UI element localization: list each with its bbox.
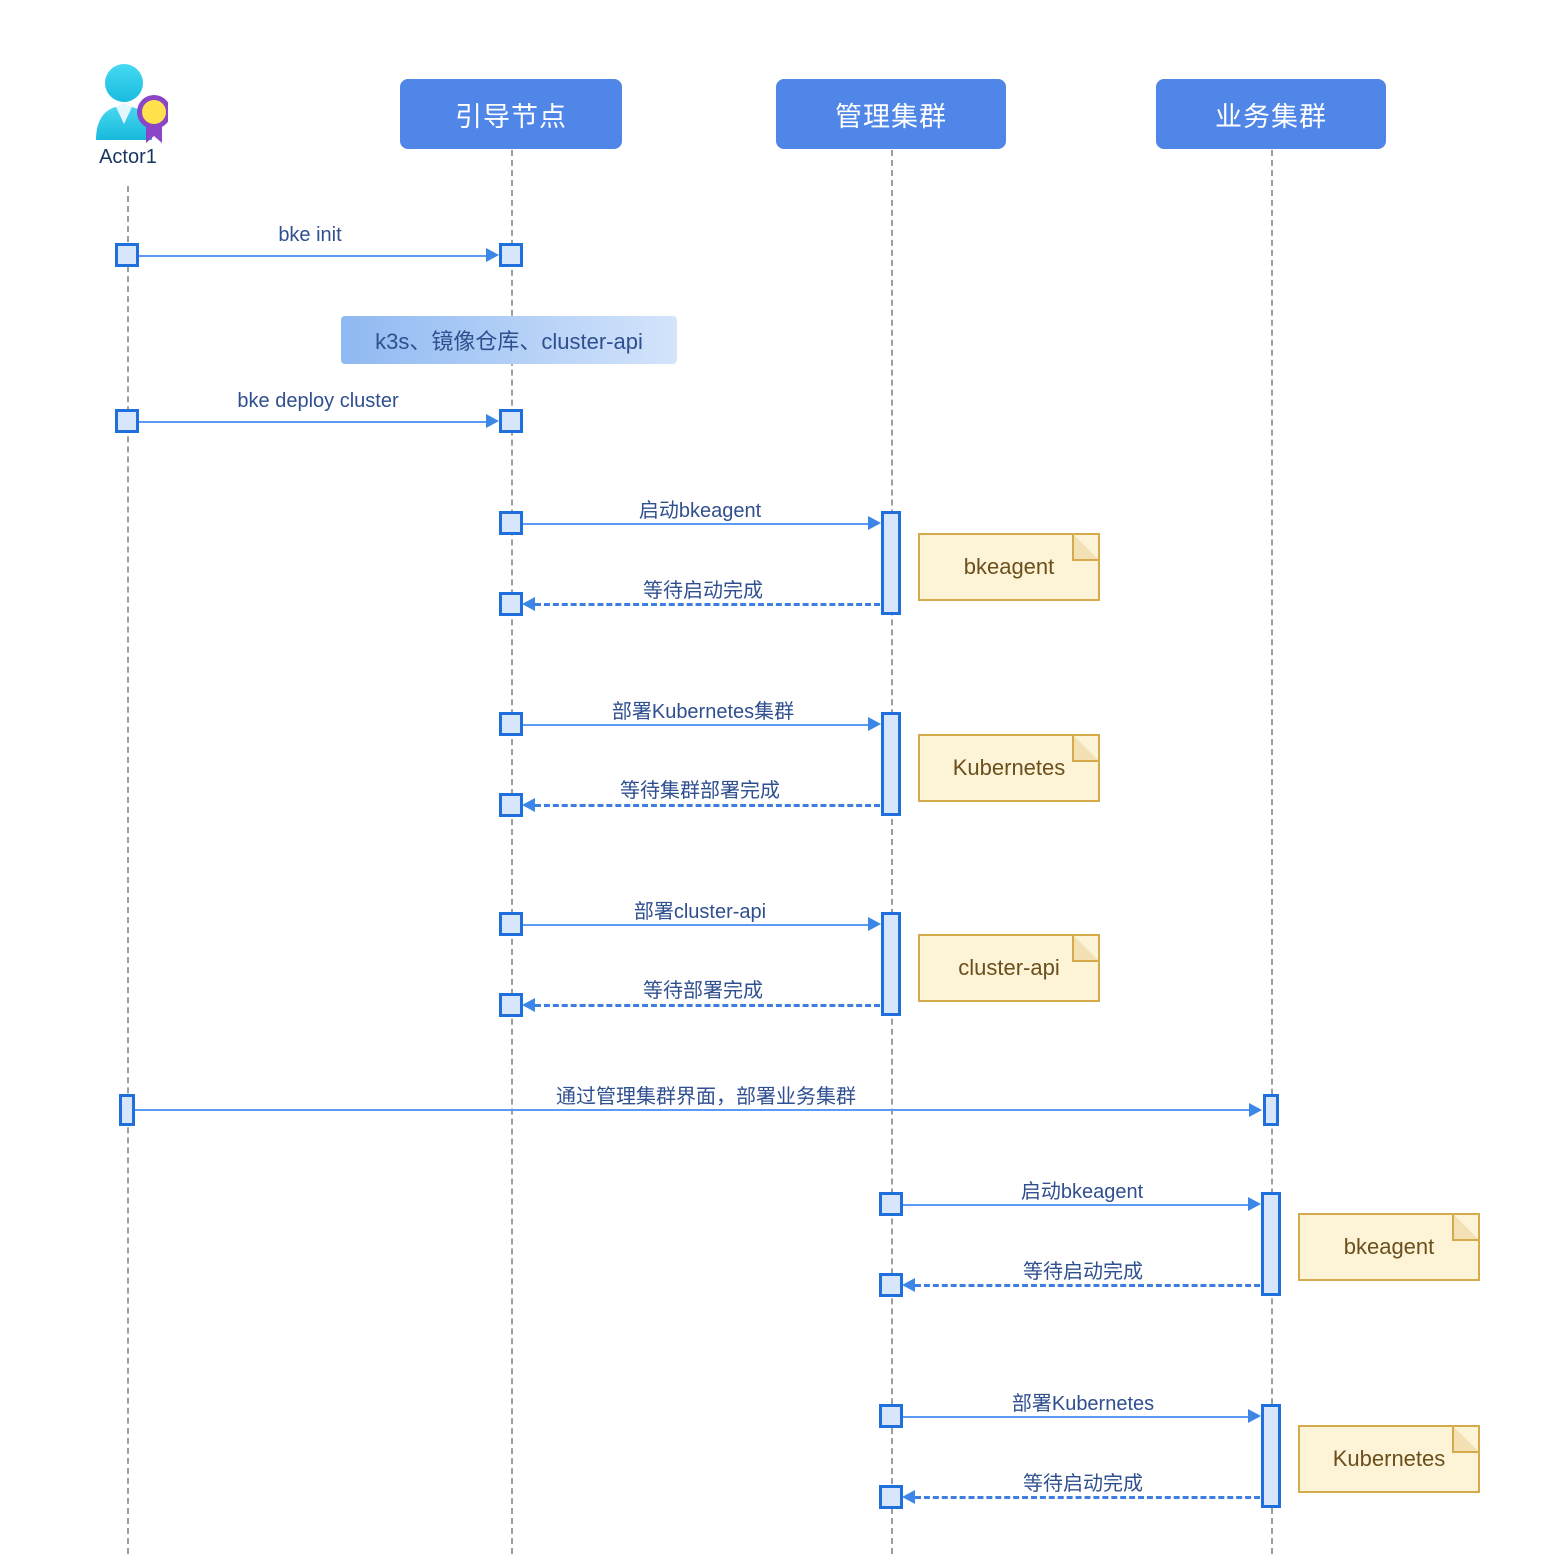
- user-with-award-icon: [96, 64, 168, 143]
- activation-boot-m8[interactable]: [499, 993, 523, 1017]
- message-arrow-m6: [522, 798, 535, 812]
- message-label-m13: 等待启动完成: [1023, 1473, 1143, 1495]
- lifeline-actor: [127, 186, 129, 1554]
- note-fold-corner-icon: [1072, 533, 1100, 561]
- message-label-m8: 等待部署完成: [643, 980, 763, 1002]
- activation-boot-m4[interactable]: [499, 592, 523, 616]
- activation-boot-m5[interactable]: [499, 712, 523, 736]
- message-label-m1: bke init: [278, 224, 342, 246]
- lifeline-biz: [1271, 150, 1273, 1554]
- message-label-m12: 部署Kubernetes: [1011, 1393, 1155, 1415]
- message-label-m2: bke deploy cluster: [237, 390, 399, 412]
- activation-biz-block4[interactable]: [1261, 1192, 1281, 1296]
- note-fold-corner-icon: [1072, 934, 1100, 962]
- message-label-m3: 启动bkeagent: [638, 500, 762, 522]
- note-kubernetes-1: Kubernetes: [918, 734, 1100, 802]
- message-label-m11: 等待启动完成: [1023, 1261, 1143, 1283]
- actor-label: Actor1: [99, 146, 157, 168]
- participant-label: 管理集群: [835, 101, 947, 132]
- message-line-m12: [903, 1416, 1258, 1418]
- note-text: bkeagent: [963, 554, 1055, 579]
- message-line-m13: [915, 1496, 1260, 1499]
- activation-biz-m9[interactable]: [1263, 1094, 1279, 1126]
- message-arrow-m5: [868, 717, 881, 731]
- message-arrow-m2: [486, 414, 499, 428]
- activation-boot-m7[interactable]: [499, 912, 523, 936]
- activation-boot-m6[interactable]: [499, 793, 523, 817]
- activation-mgmt-m10[interactable]: [879, 1192, 903, 1216]
- note-fold-corner-icon: [1452, 1213, 1480, 1241]
- message-arrow-m1: [486, 248, 499, 262]
- message-label-m4: 等待启动完成: [643, 580, 763, 602]
- note-fold-corner-icon: [1452, 1425, 1480, 1453]
- message-arrow-m12: [1248, 1409, 1261, 1423]
- note-text: Kubernetes: [1332, 1446, 1446, 1471]
- message-line-m6: [535, 804, 880, 807]
- activation-boot-m2[interactable]: [499, 409, 523, 433]
- note-fold-corner-icon: [1072, 734, 1100, 762]
- message-line-m5: [523, 724, 878, 726]
- activation-mgmt-m12[interactable]: [879, 1404, 903, 1428]
- message-label-m10: 启动bkeagent: [1020, 1181, 1144, 1203]
- activation-mgmt-m13[interactable]: [879, 1485, 903, 1509]
- message-arrow-m13: [902, 1490, 915, 1504]
- message-arrow-m8: [522, 998, 535, 1012]
- activation-mgmt-block1[interactable]: [881, 511, 901, 615]
- activation-actor-m2[interactable]: [115, 409, 139, 433]
- participant-header-mgmt[interactable]: 管理集群: [776, 79, 1006, 149]
- actor-participant[interactable]: Actor1: [88, 62, 168, 169]
- message-arrow-m7: [868, 917, 881, 931]
- activation-biz-block5[interactable]: [1261, 1404, 1281, 1508]
- message-line-m4: [535, 603, 880, 606]
- lifeline-mgmt: [891, 150, 893, 1554]
- message-label-m5: 部署Kubernetes集群: [611, 701, 795, 723]
- message-arrow-m3: [868, 516, 881, 530]
- activation-mgmt-block3[interactable]: [881, 912, 901, 1016]
- note-kubernetes-2: Kubernetes: [1298, 1425, 1480, 1493]
- note-bkeagent-1: bkeagent: [918, 533, 1100, 601]
- note-text: Kubernetes: [952, 755, 1066, 780]
- message-arrow-m11: [902, 1278, 915, 1292]
- message-label-m7: 部署cluster-api: [633, 901, 767, 923]
- message-label-m6: 等待集群部署完成: [620, 780, 780, 802]
- message-line-m7: [523, 924, 878, 926]
- message-line-m10: [903, 1204, 1258, 1206]
- activation-boot-m3[interactable]: [499, 511, 523, 535]
- note-text: bkeagent: [1343, 1234, 1435, 1259]
- message-line-m1: [139, 255, 488, 257]
- participant-header-boot[interactable]: 引导节点: [400, 79, 622, 149]
- activation-mgmt-m11[interactable]: [879, 1273, 903, 1297]
- note-cluster-api: cluster-api: [918, 934, 1100, 1002]
- participant-label: 业务集群: [1215, 101, 1327, 132]
- message-line-m3: [523, 523, 878, 525]
- message-line-m8: [535, 1004, 880, 1007]
- activation-boot-m1[interactable]: [499, 243, 523, 267]
- note-bkeagent-2: bkeagent: [1298, 1213, 1480, 1281]
- message-arrow-m10: [1248, 1197, 1261, 1211]
- message-line-m9: [135, 1109, 1250, 1111]
- message-line-m2: [139, 421, 488, 423]
- message-arrow-m9: [1249, 1103, 1262, 1117]
- activation-actor-m1[interactable]: [115, 243, 139, 267]
- participant-label: 引导节点: [455, 101, 567, 132]
- participant-header-biz[interactable]: 业务集群: [1156, 79, 1386, 149]
- lifeline-boot: [511, 150, 513, 1554]
- message-label-m9: 通过管理集群界面，部署业务集群: [556, 1086, 856, 1108]
- activation-actor-m9[interactable]: [119, 1094, 135, 1126]
- activation-mgmt-block2[interactable]: [881, 712, 901, 816]
- note-text: cluster-api: [958, 955, 1060, 980]
- message-arrow-m4: [522, 597, 535, 611]
- banner-note-k3s: k3s、镜像仓库、cluster-api: [341, 316, 677, 364]
- banner-note-text: k3s、镜像仓库、cluster-api: [375, 329, 643, 354]
- message-line-m11: [915, 1284, 1260, 1287]
